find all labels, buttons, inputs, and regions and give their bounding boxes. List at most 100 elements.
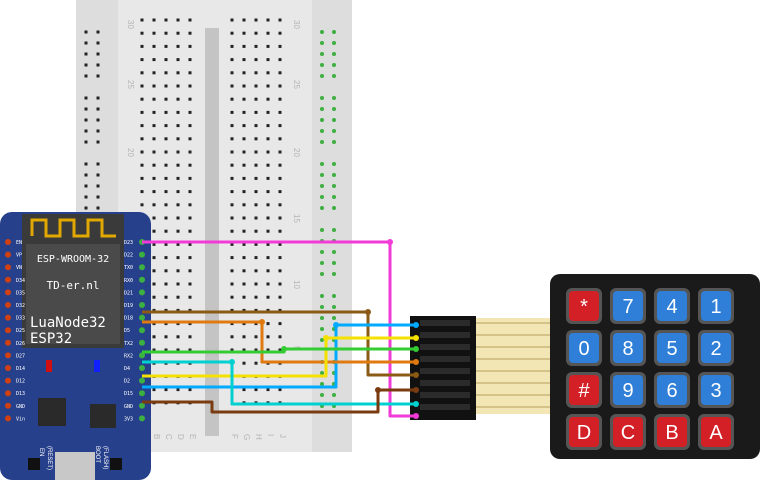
rail-hole — [332, 228, 336, 232]
key-*[interactable]: * — [566, 288, 602, 324]
connector-slot — [420, 344, 470, 350]
breadboard-hole — [230, 44, 234, 48]
pin-label-left: D35 — [16, 290, 25, 296]
key-2[interactable]: 2 — [698, 330, 734, 366]
breadboard-hole — [266, 124, 270, 128]
esp32-board: ESP-WROOM-32 TD-er.nl LuaNode32 ESP32 EN… — [0, 212, 151, 480]
usb-connector — [55, 452, 95, 480]
breadboard-hole — [164, 229, 168, 233]
breadboard-hole — [254, 84, 258, 88]
breadboard-hole — [254, 308, 258, 312]
key-#[interactable]: # — [566, 372, 602, 408]
breadboard-hole — [242, 269, 246, 273]
rail-hole — [84, 129, 88, 133]
breadboard-hole — [152, 203, 156, 207]
pin-label-right: TX2 — [124, 341, 133, 347]
breadboard-hole — [278, 190, 282, 194]
wire-joint — [365, 309, 371, 315]
key-label: 1 — [710, 296, 721, 318]
module-label: ESP-WROOM-32 — [37, 254, 109, 265]
breadboard-hole — [278, 308, 282, 312]
key-A[interactable]: A — [698, 414, 734, 450]
breadboard-hole — [164, 110, 168, 114]
breadboard-hole — [278, 176, 282, 180]
header-pin-left — [5, 339, 11, 346]
key-5[interactable]: 5 — [654, 330, 690, 366]
key-1[interactable]: 1 — [698, 288, 734, 324]
breadboard-hole — [254, 335, 258, 339]
pin-label-left: D34 — [16, 278, 25, 284]
col-letter-F: F — [230, 434, 239, 439]
breadboard-hole — [266, 203, 270, 207]
key-D[interactable]: D — [566, 414, 602, 450]
wire-3 — [142, 323, 416, 389]
row-number-15-right: 15 — [292, 214, 301, 223]
pin-label-left: D13 — [16, 391, 25, 397]
boot-button[interactable] — [110, 458, 122, 470]
wire-joint — [413, 322, 419, 328]
breadboard-hole — [242, 110, 246, 114]
pin-label-left: D25 — [16, 328, 25, 334]
rail-hole — [320, 338, 324, 342]
connector-slot — [420, 404, 470, 410]
rail-hole — [320, 107, 324, 111]
key-8[interactable]: 8 — [610, 330, 646, 366]
rail-hole — [332, 140, 336, 144]
breadboard-hole — [278, 44, 282, 48]
rail-hole — [320, 74, 324, 78]
breadboard-hole — [152, 216, 156, 220]
connector-slot — [420, 332, 470, 338]
breadboard-hole — [266, 44, 270, 48]
key-0[interactable]: 0 — [566, 330, 602, 366]
header-pin-left — [5, 327, 11, 334]
header-pin-right — [139, 402, 145, 409]
breadboard-hole — [152, 229, 156, 233]
breadboard-hole — [278, 256, 282, 260]
breadboard-hole — [152, 176, 156, 180]
keypad-connector — [410, 316, 476, 420]
breadboard-hole — [230, 295, 234, 299]
center-channel — [205, 28, 219, 436]
breadboard-hole — [164, 256, 168, 260]
header-pin-right — [139, 390, 145, 397]
breadboard-hole — [164, 137, 168, 141]
pin-label-right: GND — [124, 404, 133, 410]
rail-hole — [332, 129, 336, 133]
breadboard-hole — [278, 203, 282, 207]
rail-hole — [320, 96, 324, 100]
key-3[interactable]: 3 — [698, 372, 734, 408]
key-face — [569, 291, 599, 321]
key-9[interactable]: 9 — [610, 372, 646, 408]
key-C[interactable]: C — [610, 414, 646, 450]
breadboard-hole — [230, 229, 234, 233]
breadboard-hole — [278, 242, 282, 246]
rail-hole — [320, 195, 324, 199]
header-pin-right — [139, 302, 145, 308]
key-6[interactable]: 6 — [654, 372, 690, 408]
breadboard-hole — [230, 190, 234, 194]
breadboard-hole — [266, 282, 270, 286]
col-letter-J: J — [278, 434, 287, 438]
breadboard-hole — [188, 137, 192, 141]
breadboard-hole — [278, 295, 282, 299]
key-7[interactable]: 7 — [610, 288, 646, 324]
rail-hole — [320, 52, 324, 56]
breadboard-hole — [176, 203, 180, 207]
breadboard-hole — [164, 44, 168, 48]
breadboard-hole — [242, 18, 246, 22]
rail-hole — [84, 63, 88, 67]
key-face — [657, 417, 687, 447]
breadboard-hole — [152, 150, 156, 154]
key-4[interactable]: 4 — [654, 288, 690, 324]
wire-joint — [413, 413, 419, 419]
header-pin-right — [139, 276, 145, 283]
reset-button[interactable] — [28, 458, 40, 470]
wire-joint — [323, 335, 329, 341]
header-pin-left — [5, 302, 11, 308]
pin-label-right: D21 — [124, 290, 133, 296]
wire-8 — [142, 388, 416, 414]
breadboard-hole — [266, 18, 270, 22]
key-B[interactable]: B — [654, 414, 690, 450]
breadboard-hole — [254, 216, 258, 220]
breadboard-hole — [278, 137, 282, 141]
